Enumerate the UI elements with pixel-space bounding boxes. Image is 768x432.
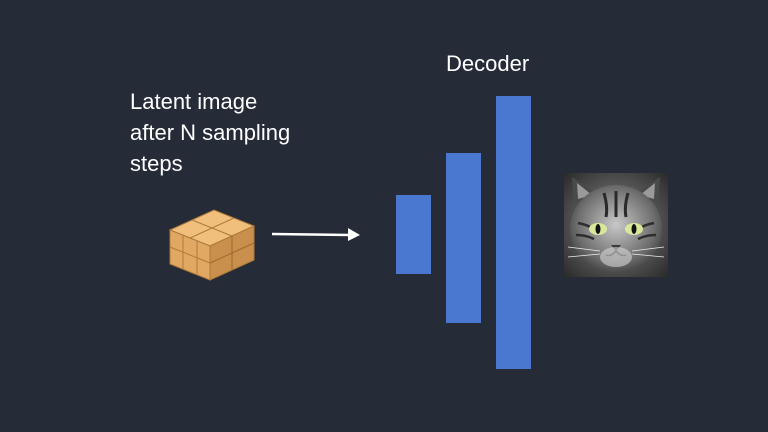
right-arrow-icon	[271, 228, 360, 241]
cat-image	[564, 173, 668, 277]
decoder-title: Decoder	[446, 51, 530, 76]
latent-cube-icon	[168, 209, 256, 281]
caption-line-1: Latent image	[130, 89, 258, 114]
caption-line-2: after N sampling	[130, 120, 291, 145]
latent-image-caption: Latent image after N sampling steps	[130, 86, 350, 179]
decoder-layer-3	[496, 96, 531, 369]
decoder-layer-1	[396, 195, 431, 274]
caption-line-3: steps	[130, 151, 183, 176]
decoder-layer-2	[446, 153, 481, 323]
